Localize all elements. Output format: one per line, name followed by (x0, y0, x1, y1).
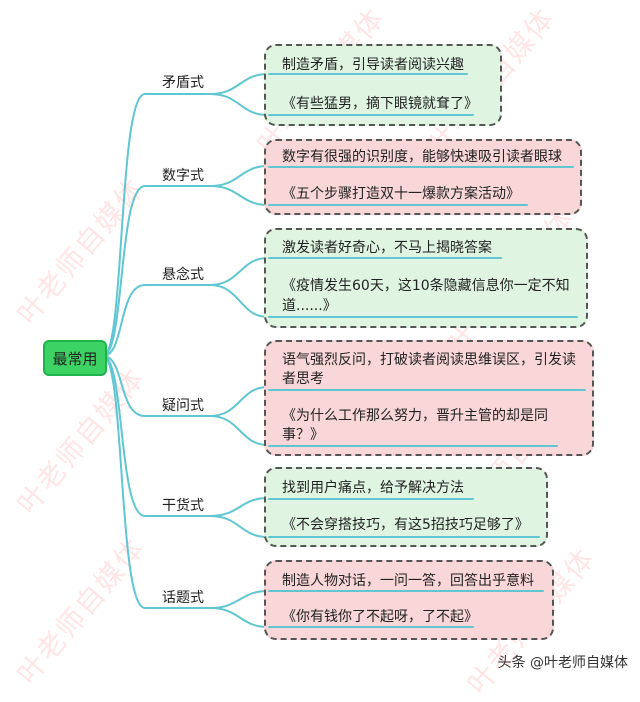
leaf-underline (268, 204, 528, 206)
branch-label-shuzi: 数字式 (162, 168, 204, 184)
leaf-desc: 激发读者好奇心，不马上揭晓答案 (282, 240, 492, 256)
connector-b5-desc (209, 497, 269, 517)
leaf-underline (268, 626, 474, 628)
connector-b4-ex (209, 415, 269, 446)
leaf-underline (268, 389, 586, 391)
leaf-underline (268, 316, 578, 318)
connector-b3-ex (209, 284, 269, 318)
leaf-underline (268, 166, 574, 168)
leaf-underline (268, 445, 558, 447)
connector-b3-desc (209, 257, 269, 286)
leaf-box-xuannian (264, 228, 588, 328)
leaf-box-ganhuo (264, 467, 548, 547)
leaf-underline (268, 536, 540, 538)
connector-root-b6 (102, 355, 210, 609)
connector-root-b5 (102, 355, 210, 517)
leaf-desc-line2: 者思考 (282, 371, 324, 387)
mindmap-connectors (102, 73, 269, 628)
leaf-example: 《有些猛男，摘下眼镜就耷了》 (282, 96, 478, 112)
leaf-example: 《不会穿搭技巧，有这5招技巧足够了》 (282, 517, 529, 533)
leaf-example: 《五个步骤打造双十一爆款方案活动》 (282, 186, 520, 202)
leaf-desc: 找到用户痛点，给予解决方法 (282, 480, 464, 496)
leaf-desc-line1: 语气强烈反问，打破读者阅读思维误区，引发读 (282, 352, 576, 368)
connector-b6-ex (209, 607, 269, 628)
connector-root-b4 (102, 355, 210, 417)
leaf-underline (268, 498, 474, 500)
footer-credit: 头条 @叶老师自媒体 (497, 655, 628, 671)
leaf-underline (268, 73, 468, 75)
connector-b1-ex (209, 93, 269, 116)
leaf-box-yiwen (264, 340, 594, 456)
leaf-example: 《你有钱你了不起呀，了不起》 (282, 609, 478, 625)
branch-label-huati: 话题式 (162, 590, 204, 606)
connector-root-b2 (102, 185, 210, 357)
connector-root-b3 (102, 284, 210, 357)
leaf-box-maodun (264, 44, 502, 126)
leaf-desc: 数字有很强的识别度，能够快速吸引读者眼球 (282, 149, 562, 165)
connector-b1-desc (209, 73, 269, 95)
connector-b4-desc (209, 386, 269, 417)
branch-label-ganhuo: 干货式 (162, 498, 204, 514)
leaf-underline (268, 257, 502, 259)
leaf-desc: 制造人物对话，一问一答，回答出乎意料 (282, 573, 534, 589)
leaf-underline (268, 114, 474, 116)
connector-b2-desc (209, 165, 269, 187)
leaf-example-line1: 《疫情发生60天，这10条隐藏信息你一定不知 (282, 278, 570, 294)
root-label: 最常用 (52, 349, 98, 368)
branch-label-maodun: 矛盾式 (162, 75, 204, 91)
root-node: 最常用 (43, 340, 107, 376)
leaf-box-shuzi (264, 139, 582, 215)
leaf-example-line2: 事？》 (282, 427, 324, 443)
connector-b2-ex (209, 185, 269, 206)
leaf-example-line1: 《为什么工作那么努力，晋升主管的却是同 (282, 408, 548, 424)
leaf-underline (268, 590, 544, 592)
branch-label-xuannian: 悬念式 (162, 267, 204, 283)
connector-b6-desc (209, 590, 269, 609)
leaf-example-line2: 道......》 (282, 298, 337, 314)
connector-b5-ex (209, 515, 269, 538)
leaf-desc: 制造矛盾，引导读者阅读兴趣 (282, 57, 464, 73)
branch-label-yiwen: 疑问式 (162, 398, 204, 414)
connector-root-b1 (102, 93, 210, 357)
